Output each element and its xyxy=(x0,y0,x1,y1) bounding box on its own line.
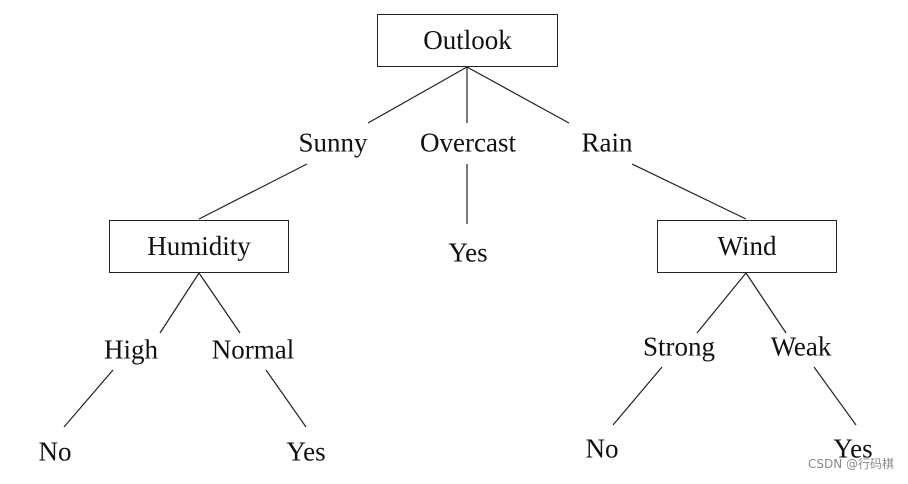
edge-strong-no xyxy=(612,366,663,426)
branch-rain: Rain xyxy=(581,127,633,158)
node-humidity-label: Humidity xyxy=(147,231,251,261)
edge-humidity-high xyxy=(159,272,200,334)
edge-weak-yes xyxy=(813,366,857,426)
edge-outlook-rain xyxy=(466,66,570,124)
branch-normal: Normal xyxy=(211,334,295,365)
node-outlook: Outlook xyxy=(377,14,558,67)
edge-humidity-normal xyxy=(198,272,241,334)
branch-high: High xyxy=(104,334,158,365)
edge-high-no xyxy=(63,369,114,428)
branch-strong: Strong xyxy=(642,331,716,362)
leaf-high-no: No xyxy=(38,436,72,467)
edge-rain-wind xyxy=(631,163,747,220)
branch-sunny: Sunny xyxy=(298,127,368,158)
edge-wind-weak xyxy=(745,272,787,334)
edge-sunny-humidity xyxy=(198,163,308,220)
leaf-overcast-yes: Yes xyxy=(448,237,488,268)
branch-overcast: Overcast xyxy=(420,127,516,158)
leaf-weak-yes: Yes xyxy=(833,433,873,464)
leaf-normal-yes: Yes xyxy=(286,436,326,467)
node-wind: Wind xyxy=(657,220,837,273)
node-wind-label: Wind xyxy=(717,231,777,261)
edge-wind-strong xyxy=(696,272,747,334)
watermark: CSDN @行码棋 xyxy=(807,457,894,471)
edge-outlook-sunny xyxy=(367,66,468,124)
edge-normal-yes xyxy=(265,369,307,428)
branch-weak: Weak xyxy=(770,331,832,362)
node-humidity: Humidity xyxy=(109,220,289,273)
leaf-strong-no: No xyxy=(585,433,619,464)
node-outlook-label: Outlook xyxy=(423,25,512,55)
